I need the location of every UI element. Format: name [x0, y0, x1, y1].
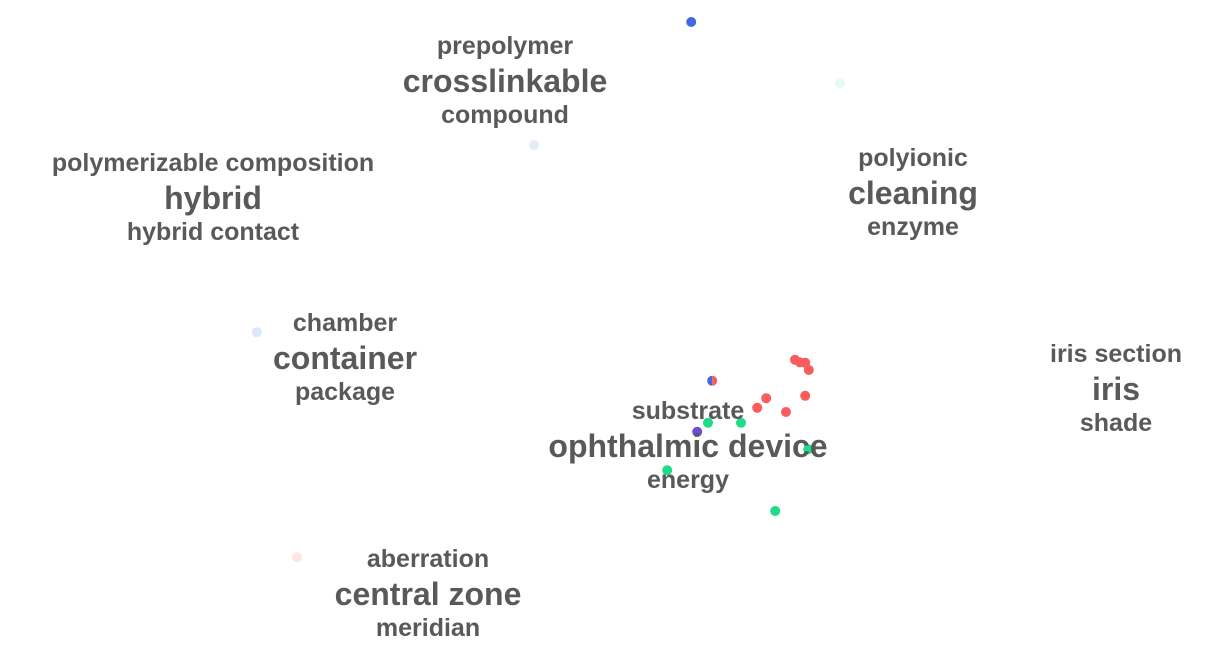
cluster-term-main: iris [1091, 371, 1141, 407]
cluster-term-top: chamber [292, 309, 398, 337]
cluster-label-iris: iris section iris shade [1050, 342, 1182, 442]
cluster-term-main: hybrid [164, 180, 262, 216]
data-point [529, 140, 539, 150]
data-point [761, 393, 772, 404]
cluster-term-main: ophthalmic device [548, 428, 828, 464]
data-point [803, 365, 814, 375]
data-point [770, 506, 781, 516]
data-point [292, 552, 302, 563]
cluster-term-top: iris section [1050, 340, 1182, 368]
data-point [686, 17, 697, 27]
cluster-label-cleaning: polyionic cleaning enzyme [848, 146, 978, 246]
cluster-term-main: crosslinkable [402, 63, 608, 99]
cluster-term-bottom: hybrid contact [126, 218, 300, 246]
cluster-term-top: polyionic [858, 144, 968, 172]
cluster-term-main: central zone [334, 576, 522, 612]
cluster-label-hybrid: polymerizable composition hybrid hybrid … [52, 151, 374, 251]
data-point [752, 402, 763, 413]
cluster-label-crosslinkable: prepolymer crosslinkable compound [403, 34, 608, 134]
data-point [703, 417, 713, 428]
cluster-term-top: aberration [366, 545, 490, 573]
data-point [251, 327, 262, 338]
data-point [835, 78, 845, 89]
cluster-term-main: container [272, 340, 418, 376]
cluster-term-bottom: shade [1079, 409, 1153, 437]
data-point [800, 390, 811, 401]
cluster-term-bottom: package [294, 378, 396, 406]
data-point [736, 417, 746, 428]
cluster-term-bottom: energy [647, 466, 729, 494]
cluster-term-bottom: enzyme [867, 213, 959, 241]
cluster-term-main: cleaning [848, 175, 978, 211]
data-point [707, 375, 718, 386]
cluster-label-container: chamber container package [273, 311, 417, 411]
data-point [781, 407, 791, 417]
cluster-term-top: substrate [631, 397, 745, 425]
cluster-term-bottom: compound [441, 101, 569, 129]
cluster-label-central-zone: aberration central zone meridian [335, 547, 522, 647]
cluster-term-top: prepolymer [436, 32, 574, 60]
data-point [692, 426, 703, 437]
data-point [803, 444, 814, 455]
data-point [662, 465, 673, 476]
cluster-term-top: polymerizable composition [51, 149, 375, 177]
cluster-term-bottom: meridian [375, 614, 481, 642]
cluster-label-ophthalmic-device: substrate ophthalmic device energy [548, 399, 827, 499]
